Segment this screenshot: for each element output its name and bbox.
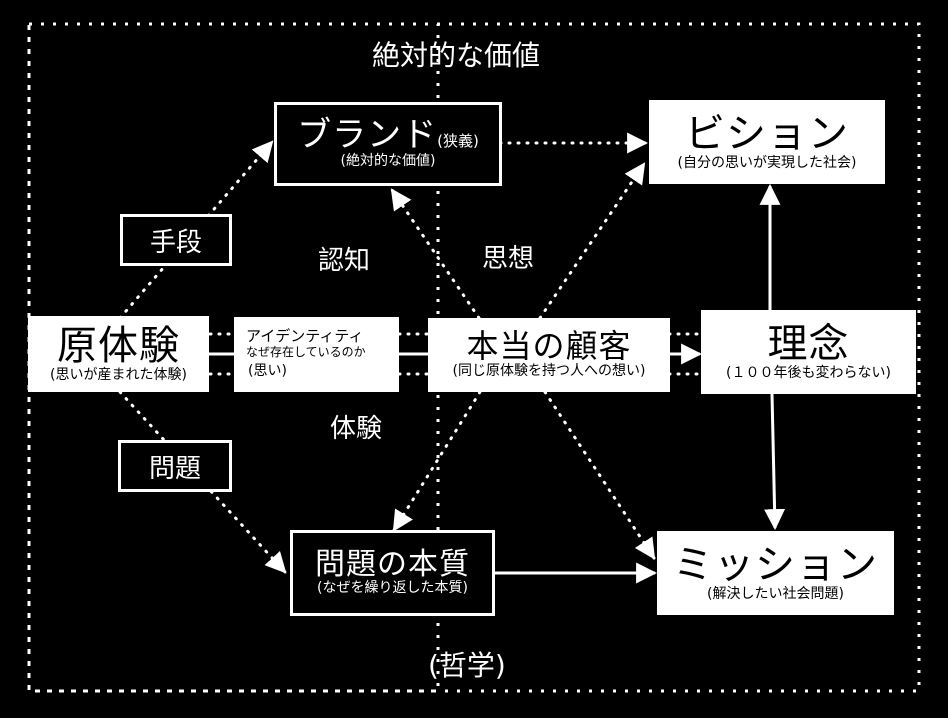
edge-customer-to-mission [543, 390, 656, 560]
edge-label-problem-text: 問題 [148, 453, 201, 484]
node-philosophy-subtitle: (１００年後も変わらない) [726, 364, 891, 381]
node-vision-title: ビション [685, 110, 849, 157]
node-problem-essence-title: 問題の本質 [315, 546, 470, 582]
edge-philosophy-to-mission [764, 393, 786, 531]
node-brand: ブランド(狭義) (絶対的な価値) [274, 102, 502, 186]
node-origin-title: 原体験 [57, 322, 180, 369]
node-brand-suffix: (狭義) [437, 131, 479, 150]
node-mission: ミッション (解決したい社会問題) [657, 531, 894, 615]
edge-label-means-text: 手段 [149, 227, 202, 258]
node-identity: アイデンティティ なぜ存在しているのか (思い) [234, 317, 399, 392]
node-origin: 原体験 (思いが産まれた体験) [28, 316, 209, 392]
edge-customer-to-problem-essence [392, 390, 482, 532]
node-problem-essence: 問題の本質 (なぜを繰り返した本質) [290, 530, 495, 616]
node-mission-subtitle: (解決したい社会問題) [707, 585, 844, 602]
node-philosophy: 理念 (１００年後も変わらない) [701, 310, 916, 394]
node-customer-title: 本当の顧客 [466, 326, 632, 365]
node-customer-subtitle: (同じ原体験を持つ人への想い) [452, 363, 646, 380]
node-origin-subtitle: (思いが産まれた体験) [50, 366, 187, 383]
edge-label-experience: 体験 [330, 414, 383, 444]
node-identity-line1: アイデンティティ [246, 326, 364, 345]
frame-bottom-label: (哲学) [428, 649, 506, 682]
node-brand-title: ブランド [297, 114, 438, 155]
node-identity-line3: (思い) [248, 363, 287, 380]
node-customer: 本当の顧客 (同じ原体験を持つ人への想い) [428, 318, 670, 392]
frame-top-label: 絶対的な価値 [372, 39, 541, 72]
node-mission-title: ミッション [673, 541, 878, 588]
edge-customer-to-vision [538, 162, 646, 320]
node-brand-subtitle: (絶対的な価値) [340, 153, 436, 170]
edge-label-recognition: 認知 [318, 246, 371, 276]
edge-label-thought: 思想 [482, 244, 535, 274]
node-identity-line2: なぜ存在しているのか [246, 344, 366, 359]
edge-label-means: 手段 [120, 214, 232, 266]
edge-customer-to-brand [390, 188, 481, 320]
node-problem-essence-subtitle: (なぜを繰り返した本質) [317, 580, 468, 597]
node-vision-subtitle: (自分の思いが実現した社会) [677, 154, 857, 171]
edge-label-problem: 問題 [118, 440, 232, 492]
node-vision: ビション (自分の思いが実現した社会) [649, 100, 885, 184]
node-philosophy-title: 理念 [767, 320, 850, 367]
